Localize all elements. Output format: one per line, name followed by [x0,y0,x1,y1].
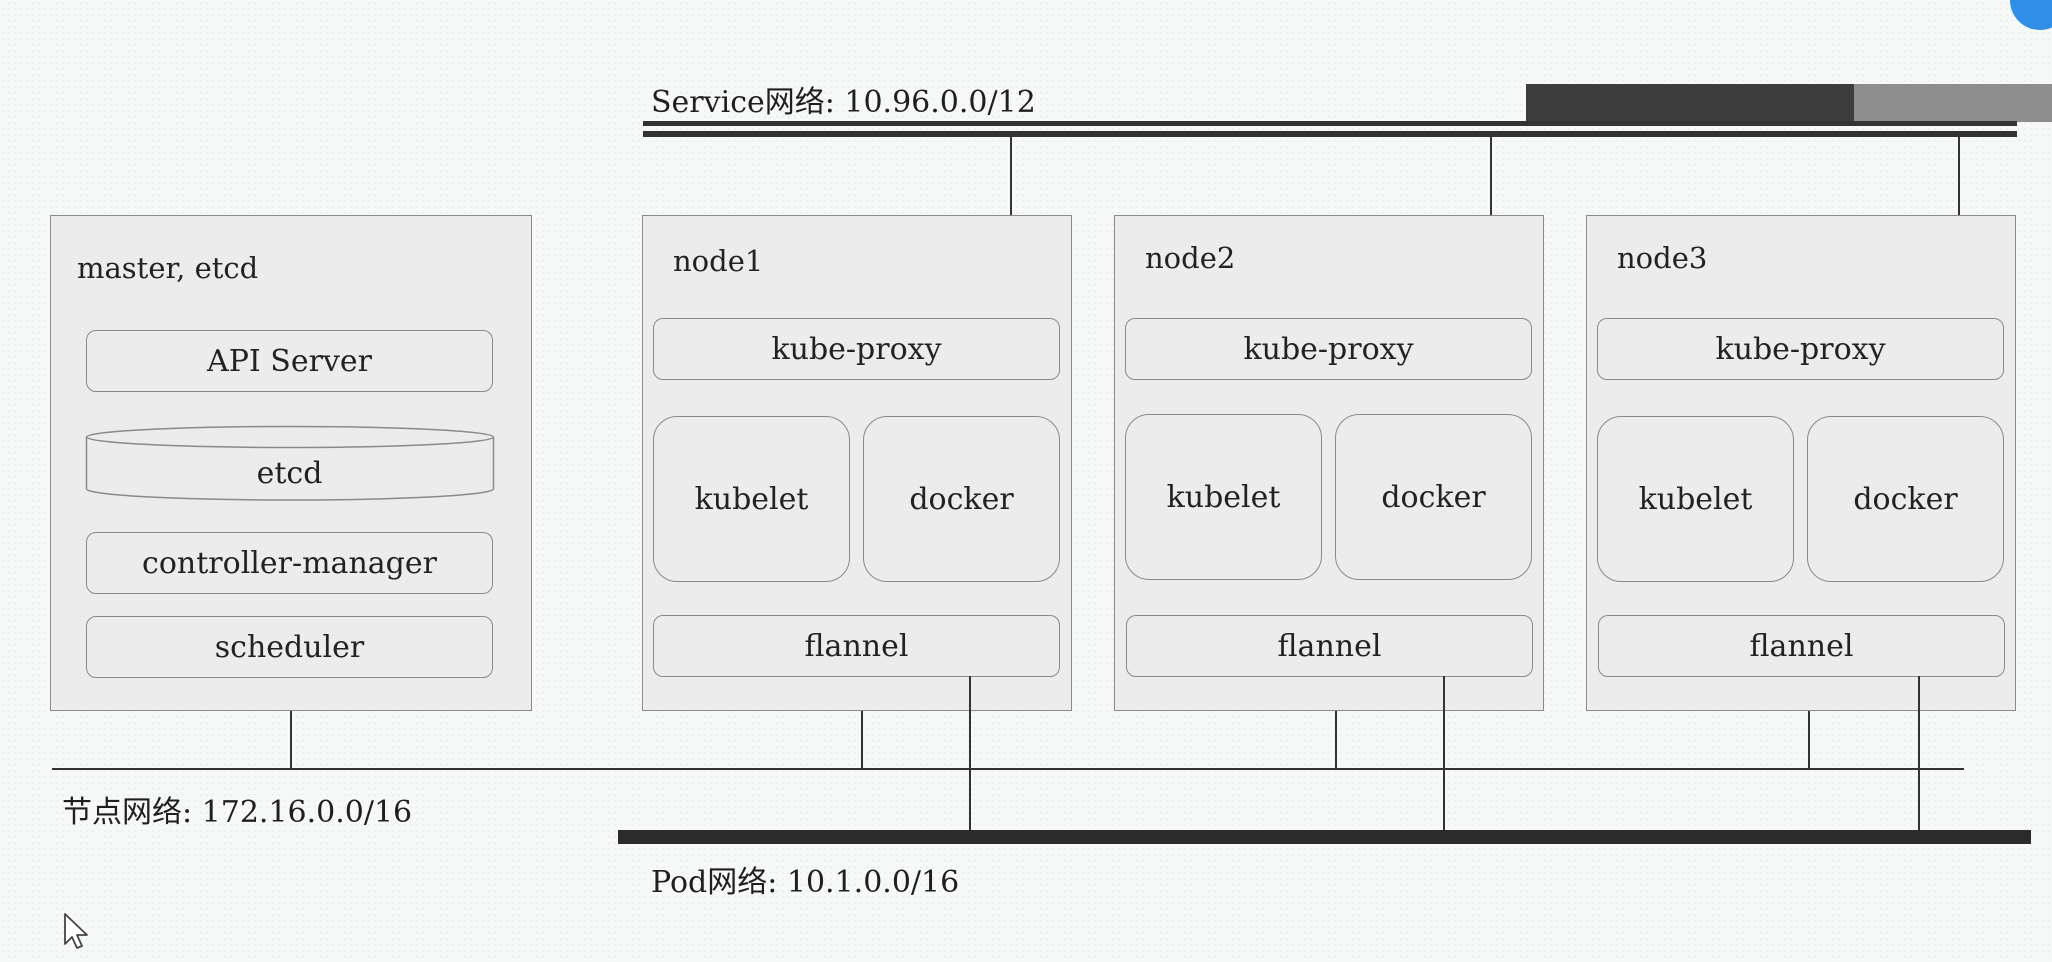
node1-panel: node1 kube-proxy kubelet docker flannel [642,215,1072,711]
service-network-label: Service网络: 10.96.0.0/12 [651,85,1036,120]
node-network-label: 节点网络: 172.16.0.0/16 [62,795,413,830]
pod-network-label: Pod网络: 10.1.0.0/16 [651,865,960,900]
node2-flannel-box: flannel [1126,615,1533,677]
scheduler-box: scheduler [86,616,493,678]
node2-title: node2 [1145,241,1236,275]
node3-panel: node3 kube-proxy kubelet docker flannel [1586,215,2016,711]
node2-docker-box: docker [1335,414,1532,580]
api-server-box: API Server [86,330,493,392]
node1-kube-proxy-box: kube-proxy [653,318,1060,380]
node1-kubelet-box: kubelet [653,416,850,582]
node3-title: node3 [1617,241,1708,275]
node3-kubelet-box: kubelet [1597,416,1794,582]
connector-node3-node-network [1808,711,1810,768]
controller-manager-box: controller-manager [86,532,493,594]
node2-panel: node2 kube-proxy kubelet docker flannel [1114,215,1544,711]
service-network-line-bottom [643,131,2017,137]
connector-flannel2-pod-network [1443,676,1445,830]
node3-flannel-box: flannel [1598,615,2005,677]
service-network-line-top [643,121,2017,126]
master-panel: master, etcd API Server etcd controller-… [50,215,532,711]
header-bar-dark [1526,84,1854,122]
node2-kubelet-box: kubelet [1125,414,1322,580]
cursor-icon [64,913,88,949]
connector-master-node-network [290,711,292,768]
node-network-line [52,768,1964,770]
master-title: master, etcd [77,251,259,285]
pod-network-line [618,830,2031,844]
node1-flannel-box: flannel [653,615,1060,677]
node1-title: node1 [673,244,764,278]
node3-kube-proxy-box: kube-proxy [1597,318,2004,380]
node1-docker-box: docker [863,416,1060,582]
node3-docker-box: docker [1807,416,2004,582]
connector-node2-node-network [1335,711,1337,768]
etcd-cylinder [85,425,495,501]
connector-flannel1-pod-network [969,676,971,830]
etcd-label: etcd [256,455,323,491]
connector-flannel3-pod-network [1918,676,1920,830]
accent-circle [2010,0,2052,30]
connector-node1-node-network [861,711,863,768]
node2-kube-proxy-box: kube-proxy [1125,318,1532,380]
header-bar-gray [1854,84,2052,122]
